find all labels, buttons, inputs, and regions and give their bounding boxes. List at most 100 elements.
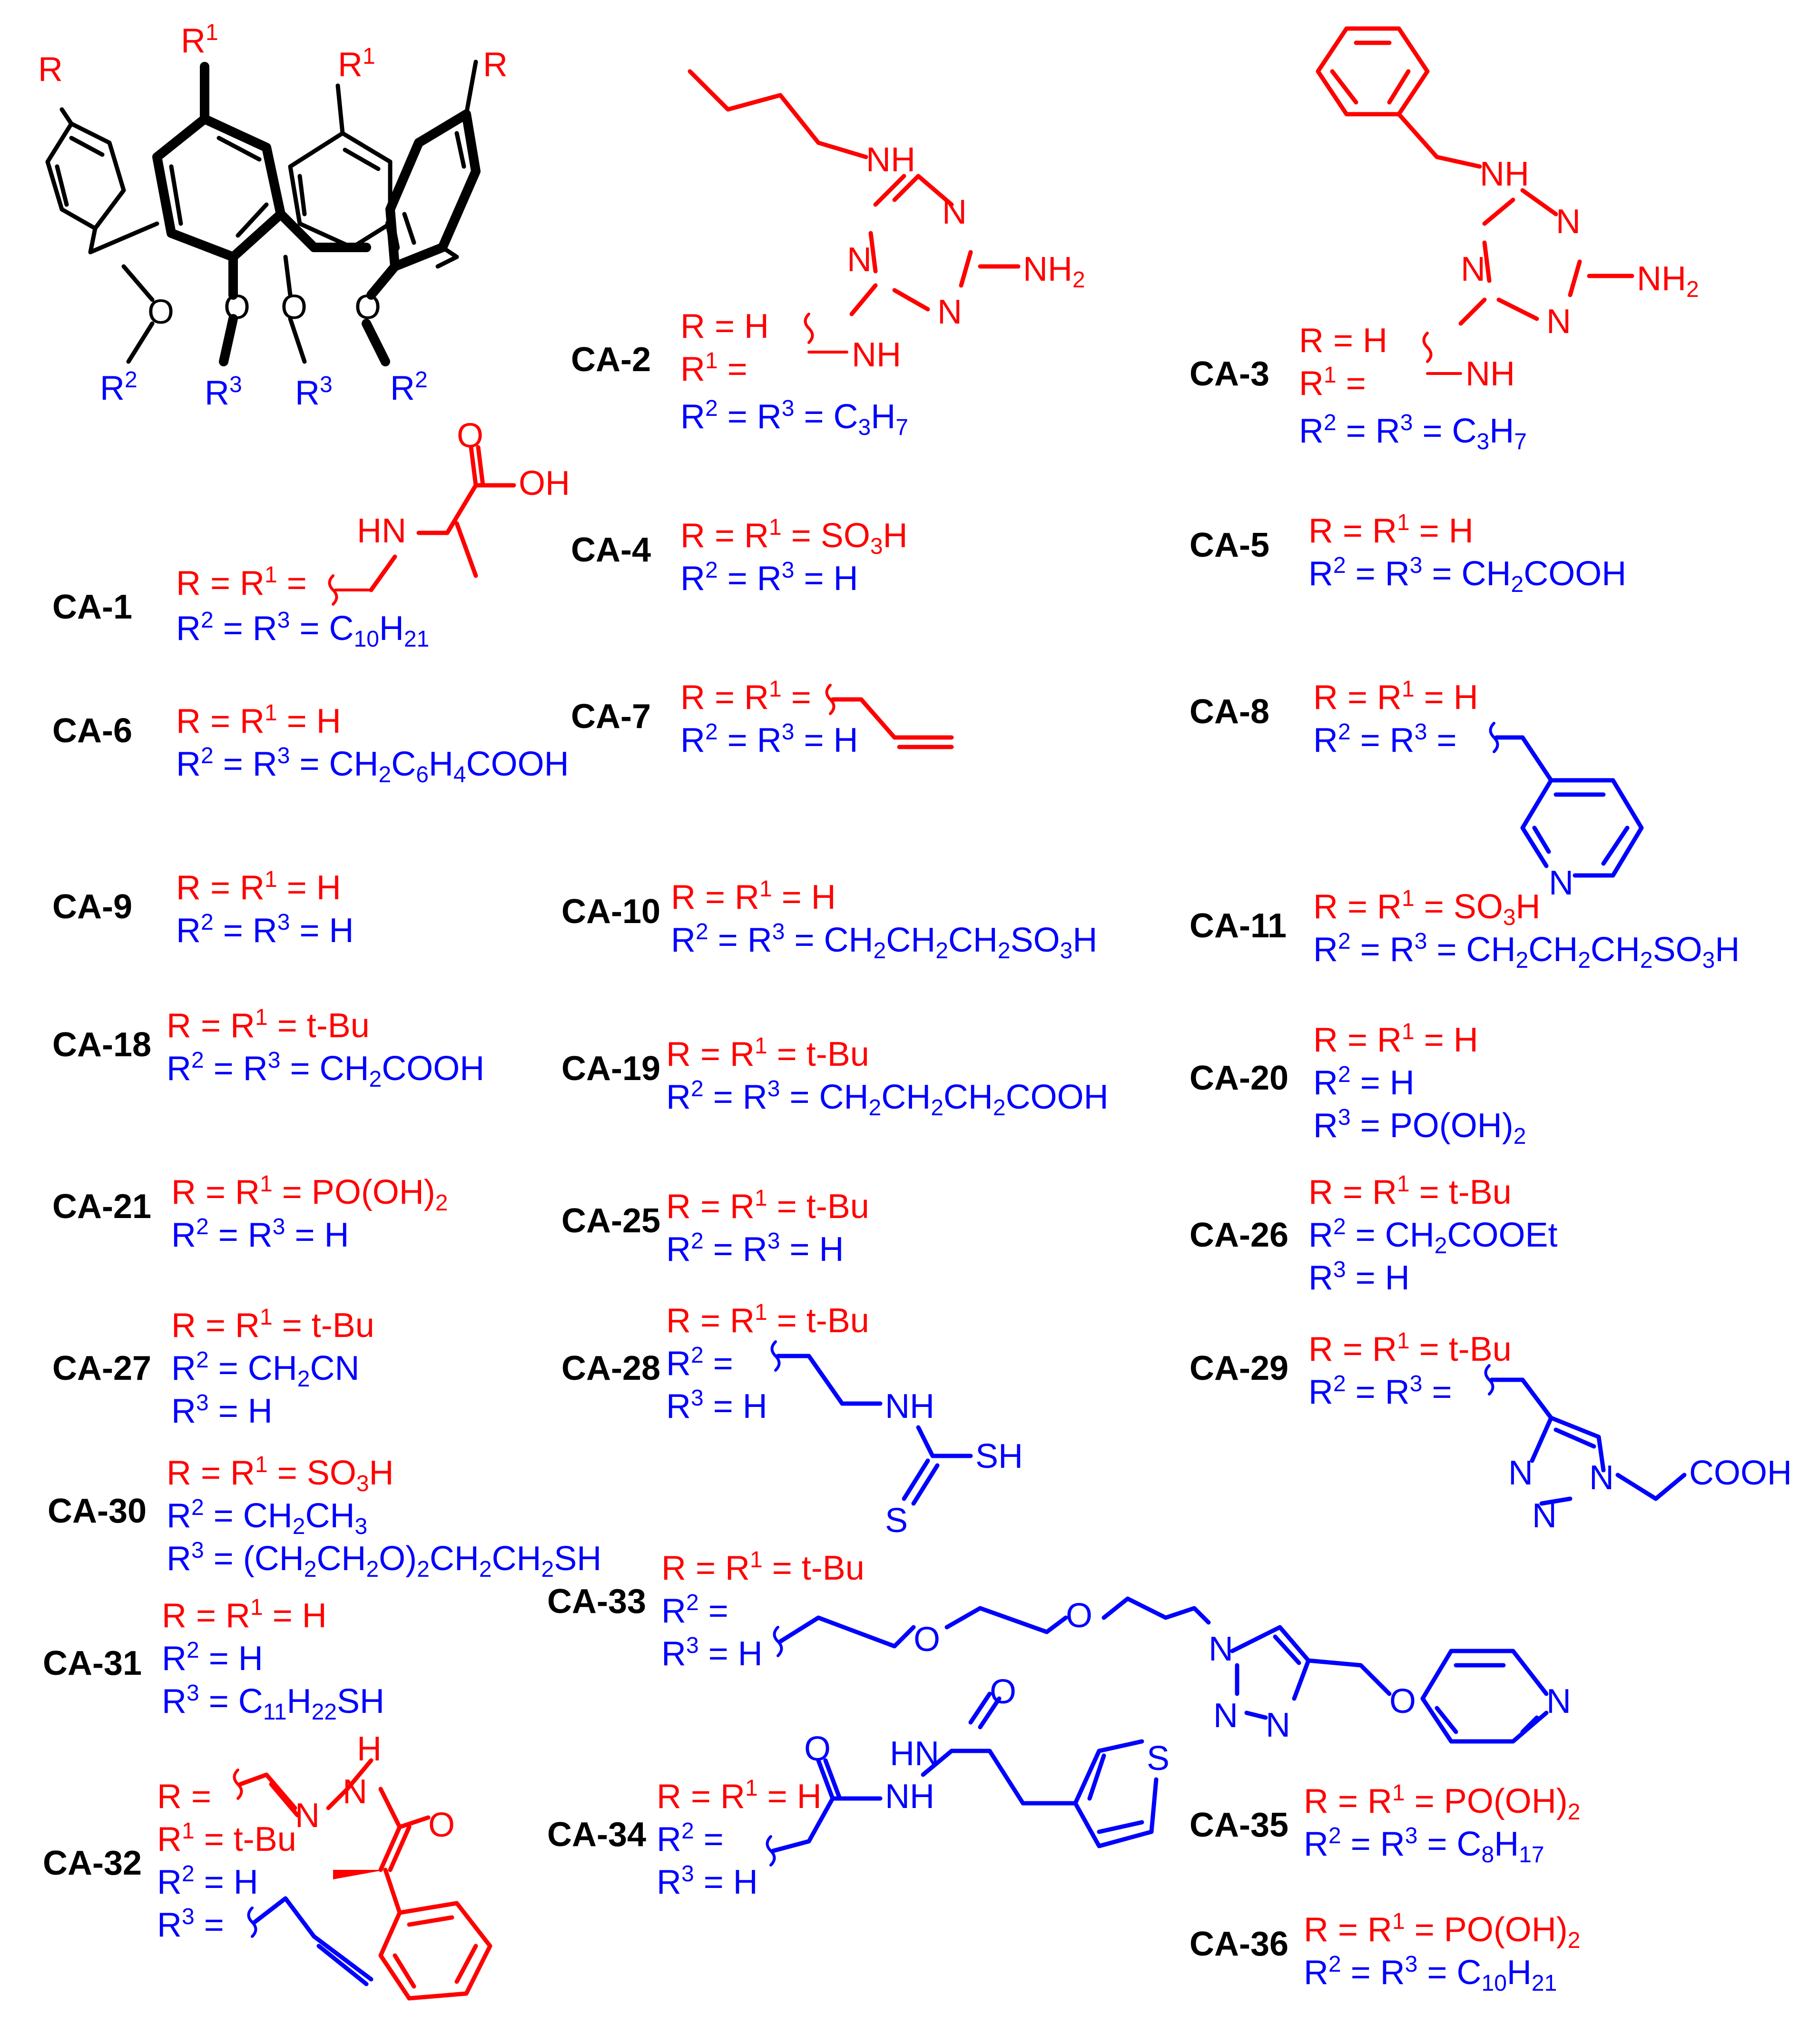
ca3-nh-bottom: NH — [1465, 355, 1515, 393]
ca35-blue-line-1: R2 = R3 = C8H17 — [1304, 1823, 1544, 1867]
ca3-red-line-2: R1 = — [1299, 363, 1366, 403]
ca27-blue-line-1: R2 = CH2CN — [171, 1347, 359, 1392]
ca1-blue-line-1: R2 = R3 = C10H21 — [176, 608, 429, 652]
ca32-h: H — [357, 1730, 382, 1768]
ca20-red-line-1: R = R1 = H — [1313, 1019, 1478, 1059]
ca29-n-3: N — [1532, 1497, 1557, 1535]
ca19-red-line-1: R = R1 = t-Bu — [666, 1033, 869, 1073]
compound-ca-19: CA-19 R = R1 = t-Bu R2 = R3 = CH2CH2CH2C… — [561, 1033, 1109, 1120]
ca4-label: CA-4 — [571, 531, 651, 569]
compound-ca-6: CA-6 R = R1 = H R2 = R3 = CH2C6H4COOH — [52, 700, 569, 787]
ca1-hn: HN — [357, 512, 406, 550]
compound-ca-35: CA-35 R = R1 = PO(OH)2 R2 = R3 = C8H17 — [1190, 1780, 1581, 1867]
ca36-label: CA-36 — [1190, 1925, 1288, 1963]
ca33-o-3: O — [1389, 1682, 1416, 1720]
ca33-triazole — [1230, 1625, 1311, 1720]
ca9-red-line-1: R = R1 = H — [176, 867, 341, 907]
ca6-red-line-1: R = R1 = H — [176, 700, 341, 740]
compound-ca-21: CA-21 R = R1 = PO(OH)2 R2 = R3 = H — [52, 1171, 448, 1254]
ca31-label: CA-31 — [43, 1644, 142, 1682]
ca3-benzene — [1316, 26, 1430, 117]
ca3-nh-top: NH — [1480, 155, 1529, 193]
ca28-s: S — [885, 1502, 908, 1540]
compound-ca-9: CA-9 R = R1 = H R2 = R3 = H — [52, 867, 354, 950]
ca9-blue-line-1: R2 = R3 = H — [176, 910, 354, 950]
ca6-label: CA-6 — [52, 712, 132, 750]
core-o-1: O — [147, 293, 174, 331]
ca21-red-line-1: R = R1 = PO(OH)2 — [171, 1171, 448, 1216]
ca35-red-line-1: R = R1 = PO(OH)2 — [1304, 1780, 1581, 1825]
ca34-o-1: O — [804, 1730, 831, 1768]
ca18-blue-line-1: R2 = R3 = CH2COOH — [167, 1048, 484, 1092]
ca32-label: CA-32 — [43, 1844, 142, 1882]
ca21-blue-line-1: R2 = R3 = H — [171, 1214, 349, 1254]
ca25-label: CA-25 — [561, 1202, 660, 1240]
ca30-blue-line-1: R2 = CH2CH3 — [167, 1495, 367, 1539]
compound-ca-2: NH N N N NH2 NH CA-2 R = H R1 = R2 = R3 … — [571, 69, 1085, 440]
ca2-n-2: N — [847, 241, 872, 279]
core-r-left: R — [38, 50, 63, 88]
ca34-o-2: O — [990, 1673, 1016, 1711]
compound-ca-18: CA-18 R = R1 = t-Bu R2 = R3 = CH2COOH — [52, 1005, 484, 1092]
ca3-label: CA-3 — [1190, 355, 1269, 393]
ca34-red-line-1: R = R1 = H — [657, 1776, 822, 1816]
ca6-blue-line-1: R2 = R3 = CH2C6H4COOH — [176, 743, 569, 787]
core-r3-left: R3 — [205, 372, 242, 412]
ca18-label: CA-18 — [52, 1026, 151, 1064]
ca28-nh: NH — [885, 1387, 934, 1425]
ca28-red-line-1: R = R1 = t-Bu — [666, 1300, 869, 1340]
compound-ca-29: N N N COOH CA-29 R = R1 = t-Bu R2 = R3 = — [1190, 1328, 1792, 1535]
ca32-red-line-2: R1 = t-Bu — [157, 1818, 296, 1858]
ca29-n-1: N — [1508, 1454, 1533, 1492]
ca33-n-3: N — [1266, 1706, 1290, 1744]
ca2-nh2: NH2 — [1023, 250, 1085, 293]
ca2-n-1: N — [942, 193, 967, 231]
ca5-blue-line-1: R2 = R3 = CH2COOH — [1308, 553, 1626, 597]
ca8-n: N — [1549, 864, 1573, 902]
ca7-blue-line-1: R2 = R3 = H — [680, 719, 858, 759]
ca26-red-line-1: R = R1 = t-Bu — [1308, 1171, 1512, 1211]
ca30-blue-line-2: R3 = (CH2CH2O)2CH2CH2SH — [167, 1538, 601, 1582]
ca2-blue-line-1: R2 = R3 = C3H7 — [680, 396, 908, 440]
ca2-nh-bottom: NH — [852, 336, 901, 374]
ca32-red-line-1: R = — [157, 1778, 211, 1816]
compound-ca-11: CA-11 R = R1 = SO3H R2 = R3 = CH2CH2CH2S… — [1190, 886, 1740, 973]
ca34-label: CA-34 — [547, 1816, 646, 1854]
ring-left-back — [45, 121, 126, 231]
ca26-blue-line-1: R2 = CH2COOEt — [1308, 1214, 1557, 1258]
ca2-label: CA-2 — [571, 341, 651, 379]
ca29-label: CA-29 — [1190, 1349, 1288, 1387]
ca2-red-line-1: R = H — [680, 307, 769, 345]
ca35-label: CA-35 — [1190, 1806, 1288, 1844]
ca3-blue-line-1: R2 = R3 = C3H7 — [1299, 410, 1527, 454]
ca34-nh: NH — [885, 1778, 934, 1816]
ca29-triazole — [1530, 1415, 1606, 1506]
ca32-blue-line-2: R3 = — [157, 1904, 224, 1944]
ca26-label: CA-26 — [1190, 1216, 1288, 1254]
ca34-blue-line-2: R3 = H — [657, 1861, 758, 1901]
compound-ca-25: CA-25 R = R1 = t-Bu R2 = R3 = H — [561, 1186, 869, 1268]
ca33-pyridine — [1420, 1649, 1549, 1744]
ca36-blue-line-1: R2 = R3 = C10H21 — [1304, 1952, 1557, 1996]
ca3-n-2: N — [1461, 250, 1485, 288]
ca11-label: CA-11 — [1190, 907, 1287, 945]
ca33-n-pyr: N — [1546, 1682, 1571, 1720]
ca29-blue-line-1: R2 = R3 = — [1308, 1371, 1452, 1411]
ca19-label: CA-19 — [561, 1050, 660, 1088]
ca25-red-line-1: R = R1 = t-Bu — [666, 1186, 869, 1226]
ca33-n-1: N — [1209, 1630, 1233, 1668]
ca3-nh2: NH2 — [1637, 260, 1699, 302]
ca30-label: CA-30 — [48, 1492, 147, 1530]
ca25-blue-line-1: R2 = R3 = H — [666, 1228, 844, 1268]
compound-ca-5: CA-5 R = R1 = H R2 = R3 = CH2COOH — [1190, 510, 1626, 597]
ca3-n-3: N — [1546, 303, 1571, 341]
ca36-red-line-1: R = R1 = PO(OH)2 — [1304, 1909, 1581, 1953]
ca28-sh: SH — [975, 1437, 1023, 1475]
ca8-red-line-1: R = R1 = H — [1313, 677, 1478, 717]
ca32-benzene — [378, 1901, 492, 2001]
core-r1-left: R1 — [181, 20, 218, 60]
ca33-label: CA-33 — [547, 1582, 646, 1621]
ring-middle-back — [288, 131, 393, 250]
ca32-n-1: N — [295, 1797, 320, 1835]
